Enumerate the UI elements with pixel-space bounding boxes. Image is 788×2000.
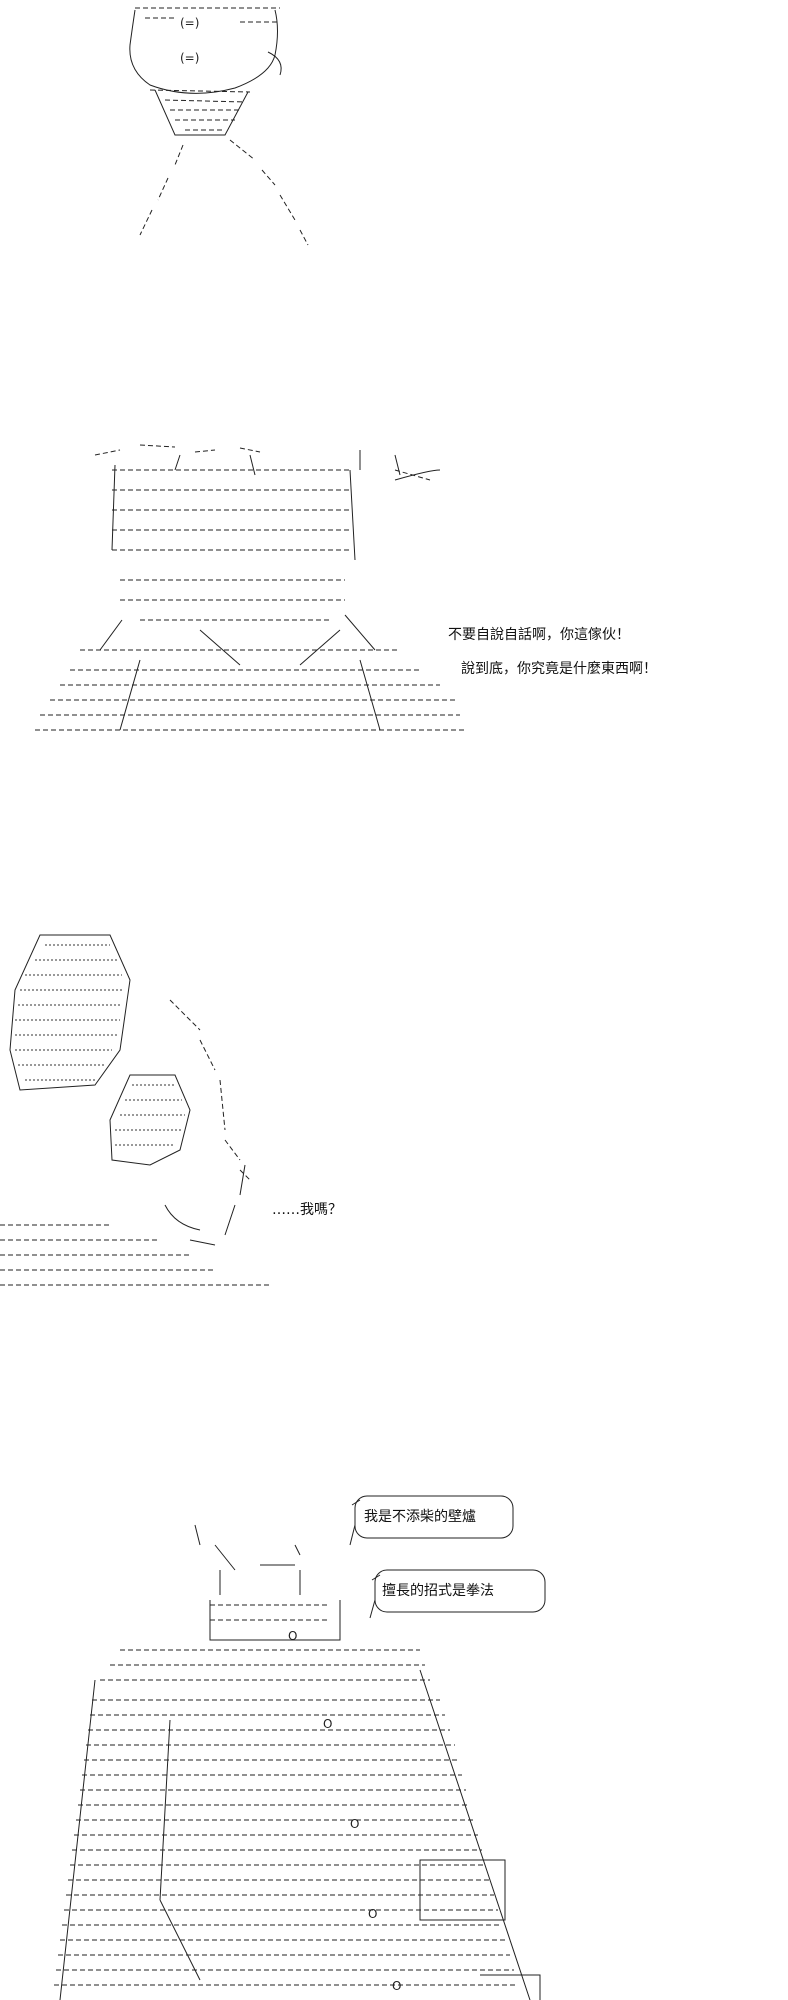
- dialogue-line: 不要自說自話啊，你這傢伙！: [448, 627, 630, 643]
- dialogue-line: ……我嗎？: [272, 1202, 342, 1218]
- speech-bubble-text: 擅長的招式是拳法: [382, 1583, 494, 1599]
- svg-text:O: O: [368, 1907, 377, 1921]
- panel-2-character: [35, 444, 465, 731]
- svg-text:O: O: [323, 1717, 332, 1731]
- svg-text:(=): (=): [180, 51, 199, 65]
- speech-bubbles: [349, 1495, 546, 1619]
- svg-text:O: O: [350, 1817, 359, 1831]
- dialogue-line: 說到底，你究竟是什麼東西啊！: [461, 661, 657, 677]
- speech-bubble-1: [354, 1495, 514, 1539]
- svg-text:(=): (=): [180, 16, 199, 30]
- speech-bubble-2: [374, 1569, 546, 1613]
- panel-4-character: O O O O O: [54, 1524, 541, 2000]
- speech-bubble-text: 我是不添柴的壁爐: [364, 1509, 476, 1525]
- svg-text:O: O: [392, 1979, 401, 1993]
- panel-3-character: [0, 934, 270, 1286]
- panel-1-character: (=) (=): [129, 7, 309, 246]
- svg-text:O: O: [288, 1629, 297, 1643]
